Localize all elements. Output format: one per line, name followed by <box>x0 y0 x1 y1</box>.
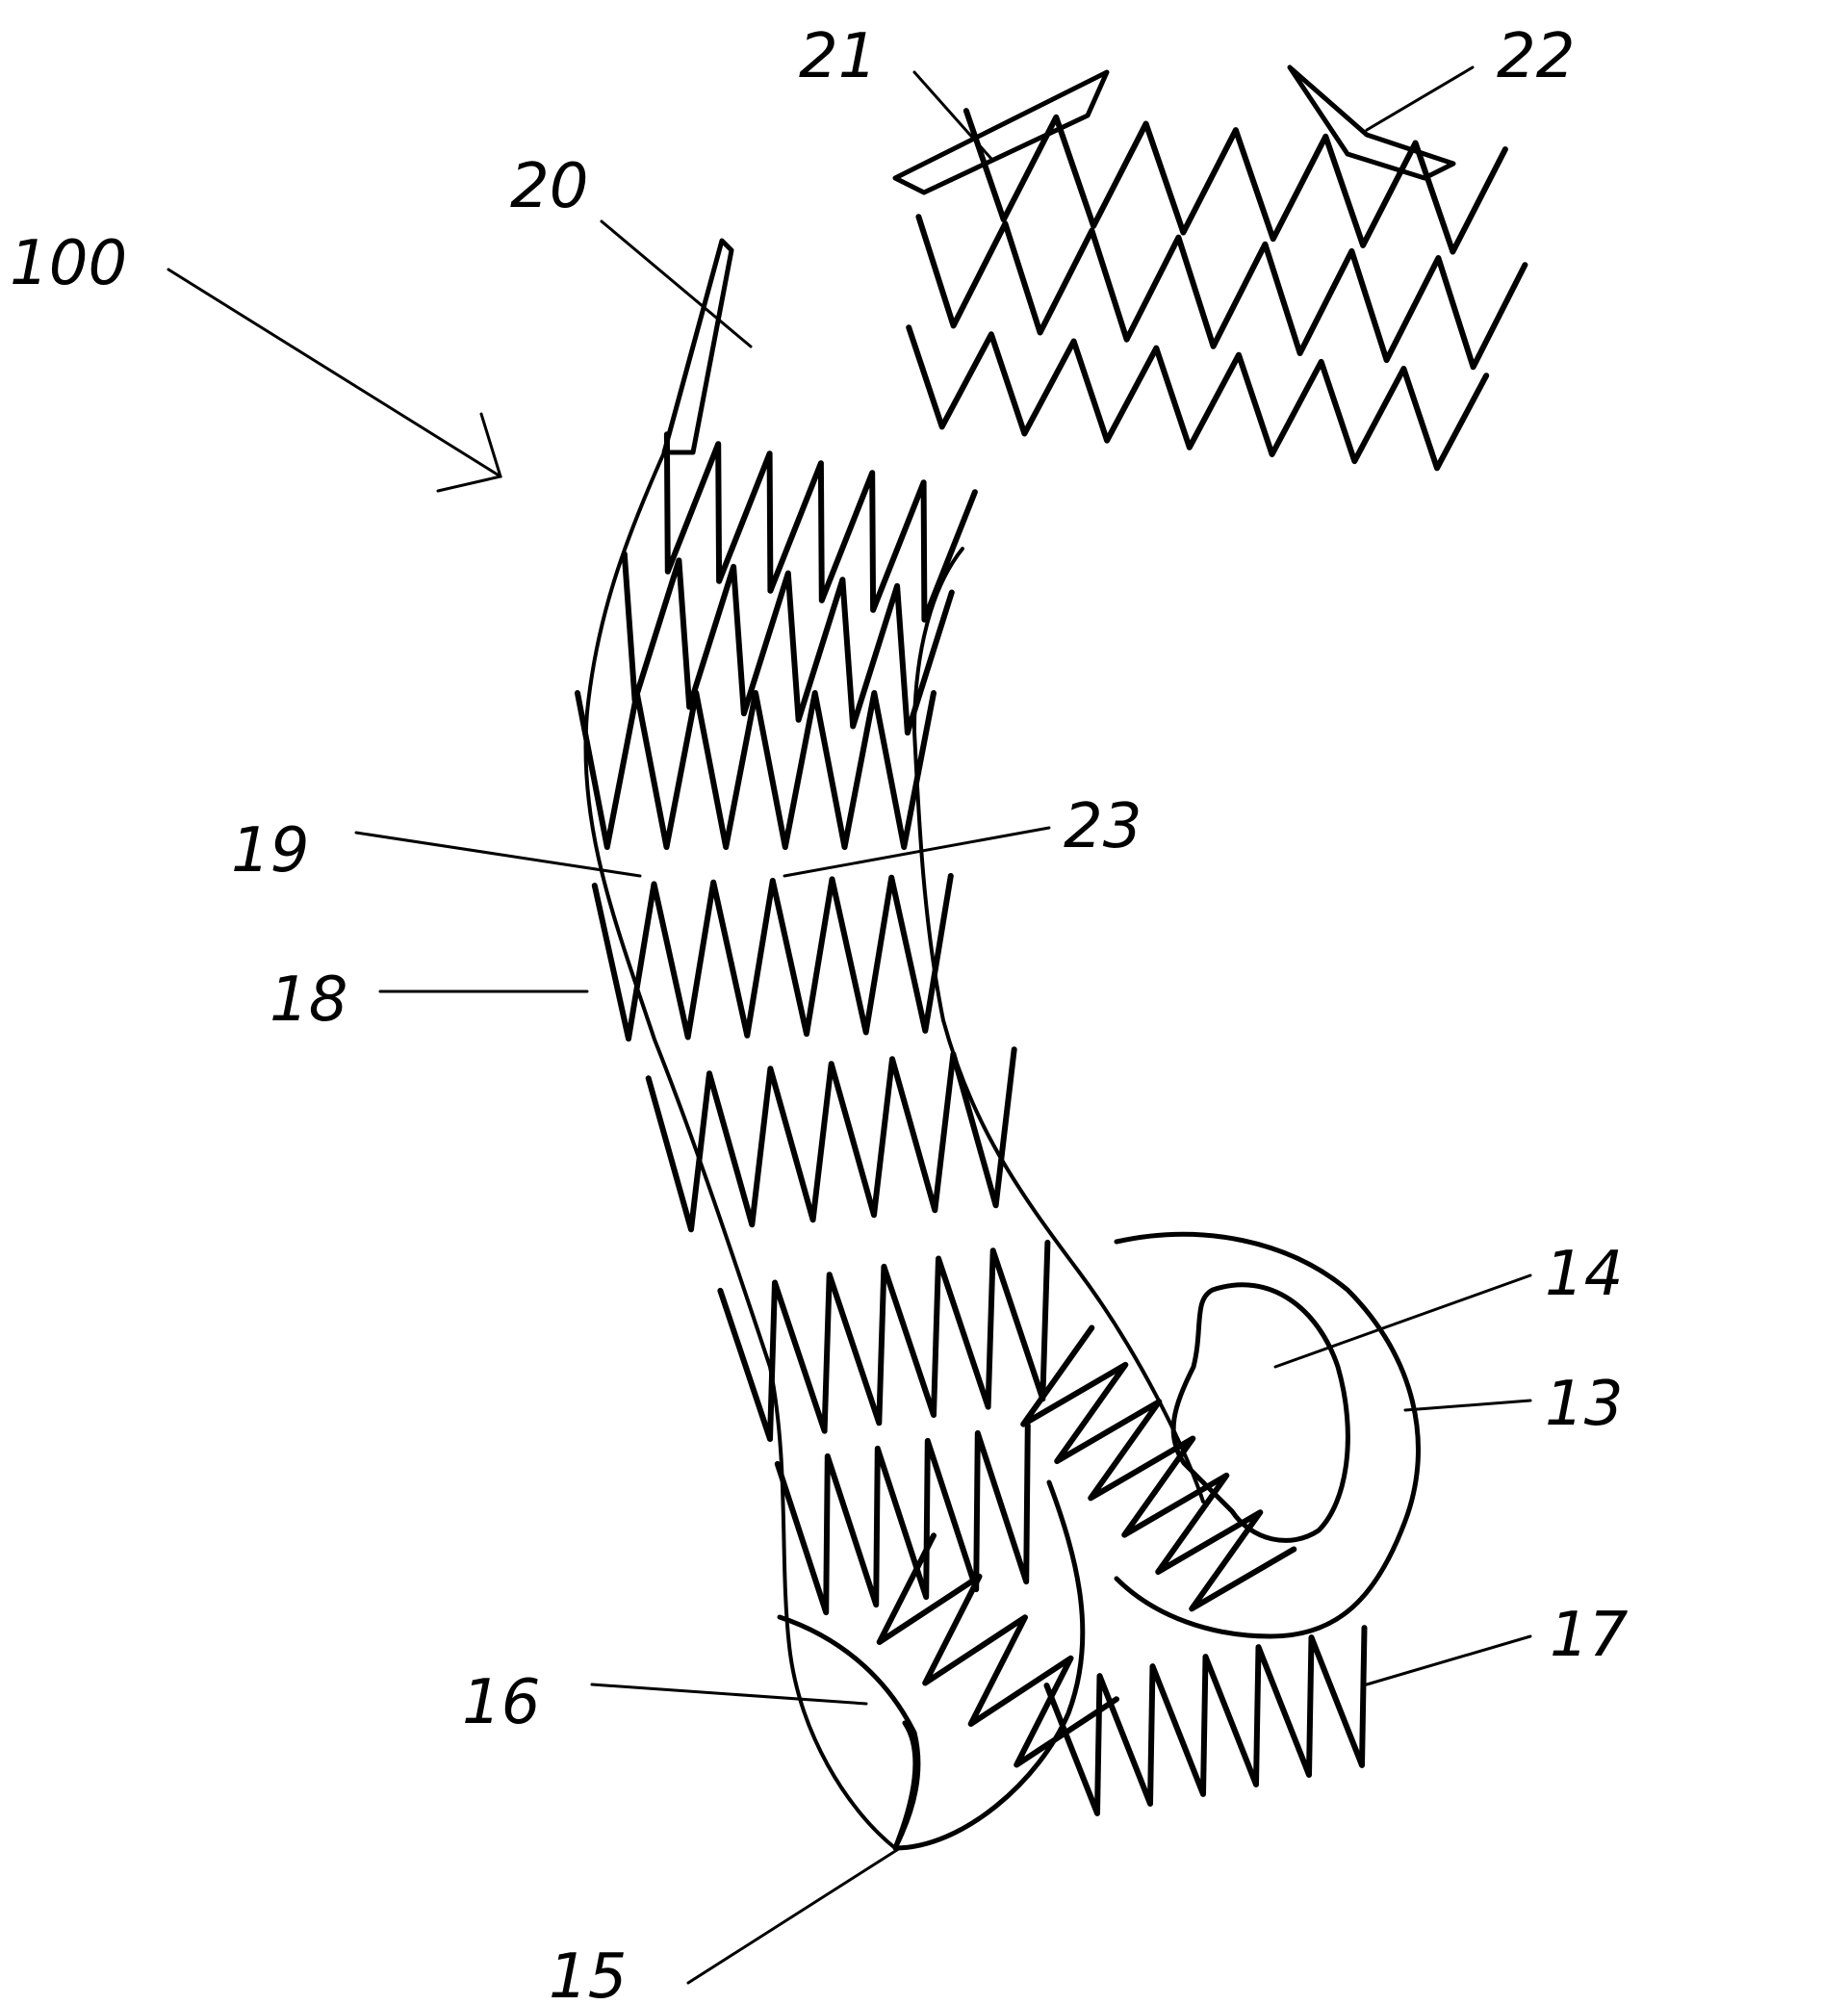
label-23: 23 <box>1064 791 1142 862</box>
label-20: 20 <box>510 151 588 222</box>
label-15: 15 <box>549 1941 627 2005</box>
label-100: 100 <box>10 228 127 299</box>
label-17: 17 <box>1550 1600 1629 1671</box>
label-21: 21 <box>799 21 877 92</box>
label-16: 16 <box>462 1667 540 1738</box>
label-22: 22 <box>1497 21 1575 92</box>
label-14: 14 <box>1545 1239 1623 1310</box>
label-13: 13 <box>1545 1369 1623 1440</box>
label-18: 18 <box>270 964 347 1036</box>
label-19: 19 <box>231 815 309 887</box>
